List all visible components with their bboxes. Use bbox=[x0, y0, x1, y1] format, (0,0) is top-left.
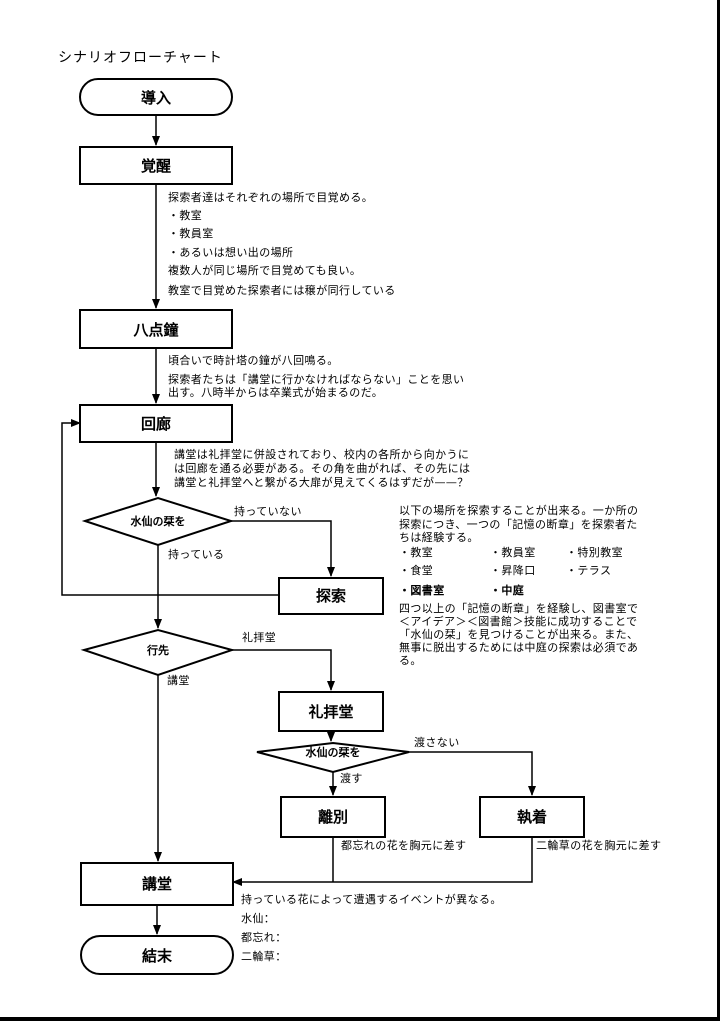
note-explore: 以下の場所を探索することが出来る。一か所の 探索につき、一つの「記憶の断章」を探… bbox=[399, 503, 638, 667]
edge-label-not-give: 渡さない bbox=[414, 735, 460, 749]
edge-explore-corridor bbox=[61, 419, 279, 596]
note-awake-line: 探索者達はそれぞれの場所で目覚める。 bbox=[168, 190, 373, 204]
edge-decision2-attachment bbox=[409, 751, 536, 796]
node-eight-bells-label: 八点鐘 bbox=[132, 321, 178, 339]
decision-daffodil-2-label: 水仙の栞を bbox=[306, 745, 361, 759]
edge-label-not-have: 持っていない bbox=[234, 504, 302, 518]
decision-daffodil: 水仙の栞を bbox=[81, 496, 235, 547]
location-item: ・昇降口 bbox=[490, 563, 536, 577]
node-awake-label: 覚醒 bbox=[141, 157, 171, 175]
location-item: ・教室 bbox=[399, 545, 433, 559]
note-awake-line: 教室で目覚めた探索者には穣が同行している bbox=[168, 283, 396, 297]
note-attachment-flower: 二輪草の花を胸元に差す bbox=[536, 838, 661, 852]
note-bells-line: 出す。八時半からは卒業式が始まるのだ。 bbox=[168, 385, 383, 399]
note-awake: 探索者達はそれぞれの場所で目覚める。 ・教室 ・教員室 ・あるいは想い出の場所 … bbox=[168, 190, 396, 297]
node-corridor-label: 回廊 bbox=[141, 415, 171, 433]
note-explore-line: る。 bbox=[399, 654, 422, 667]
decision-daffodil-2: 水仙の栞を bbox=[256, 741, 410, 774]
node-parting: 離別 bbox=[280, 796, 386, 838]
note-awake-line: 複数人が同じ場所で目覚めても良い。 bbox=[168, 263, 361, 277]
edge-decision-explore bbox=[231, 520, 335, 577]
edge-label-to-auditorium: 講堂 bbox=[167, 673, 190, 687]
node-intro: 導入 bbox=[79, 78, 233, 116]
connectors bbox=[61, 115, 536, 935]
node-ending-label: 結末 bbox=[142, 947, 173, 965]
edge-label-give: 渡す bbox=[340, 771, 363, 785]
edge-destination-chapel bbox=[232, 649, 335, 691]
note-explore-line: 探索につき、一つの「記憶の断章」を探索者た bbox=[399, 517, 638, 531]
note-parting-flower: 都忘れの花を胸元に差す bbox=[341, 838, 466, 852]
edge-label-have: 持っている bbox=[168, 547, 224, 561]
node-auditorium: 講堂 bbox=[80, 862, 234, 906]
location-item-key: ・図書室 bbox=[399, 583, 445, 597]
location-item-key: ・中庭 bbox=[490, 583, 524, 597]
location-item: ・教員室 bbox=[490, 545, 536, 559]
node-auditorium-label: 講堂 bbox=[142, 875, 172, 893]
flower-event: 都忘れ： bbox=[241, 930, 287, 944]
node-awake: 覚醒 bbox=[79, 146, 233, 185]
node-parting-label: 離別 bbox=[318, 808, 348, 826]
note-awake-line: ・あるいは想い出の場所 bbox=[168, 245, 293, 259]
note-awake-line: ・教室 bbox=[168, 208, 202, 222]
node-chapel: 礼拝堂 bbox=[278, 691, 384, 732]
decision-destination: 行先 bbox=[80, 628, 236, 677]
decision-daffodil-label: 水仙の栞を bbox=[131, 514, 186, 528]
note-corridor-line: 講堂は礼拝堂に併設されており、校内の各所から向かうに bbox=[174, 447, 469, 461]
note-explore-line: 四つ以上の「記憶の断章」を経験し、図書室で bbox=[399, 601, 638, 615]
note-auditorium-line: 持っている花によって遭遇するイベントが異なる。 bbox=[241, 892, 502, 906]
location-item: ・特別教室 bbox=[566, 545, 623, 559]
note-bells-line: 探索者たちは「講堂に行かなければならない」ことを思い bbox=[168, 372, 464, 386]
note-explore-line: ＜アイデア＞＜図書館＞技能に成功することで bbox=[399, 614, 638, 628]
node-attachment-label: 執着 bbox=[517, 808, 547, 826]
node-explore-label: 探索 bbox=[316, 587, 346, 605]
location-item: ・食堂 bbox=[399, 563, 433, 577]
note-explore-line: 無事に脱出するためには中庭の探索は必須であ bbox=[399, 640, 638, 654]
node-chapel-label: 礼拝堂 bbox=[308, 703, 353, 721]
edge-attachment-auditorium bbox=[232, 837, 533, 886]
node-intro-label: 導入 bbox=[141, 89, 171, 107]
note-bells-line: 頃合いで時計塔の鐘が八回鳴る。 bbox=[168, 353, 339, 367]
note-explore-line: 「水仙の栞」を見つけることが出来る。また、 bbox=[399, 627, 638, 641]
decision-destination-label: 行先 bbox=[146, 643, 169, 657]
node-eight-bells: 八点鐘 bbox=[79, 309, 233, 349]
note-auditorium: 持っている花によって遭遇するイベントが異なる。 水仙： 都忘れ： 二輪草： bbox=[241, 892, 502, 963]
note-corridor-line: は回廊を通る必要がある。その角を曲がれば、その先には bbox=[174, 461, 470, 475]
chart-title: シナリオフローチャート bbox=[58, 50, 223, 66]
node-ending: 結末 bbox=[80, 935, 234, 975]
node-explore: 探索 bbox=[278, 577, 384, 615]
page-edge-right bbox=[717, 0, 720, 1021]
note-bells: 頃合いで時計塔の鐘が八回鳴る。 探索者たちは「講堂に行かなければならない」ことを… bbox=[168, 353, 464, 399]
flower-event: 二輪草： bbox=[241, 949, 287, 963]
page-edge-bottom bbox=[0, 1017, 720, 1021]
edge-label-to-chapel: 礼拝堂 bbox=[242, 630, 276, 644]
node-corridor: 回廊 bbox=[79, 404, 233, 443]
note-awake-line: ・教員室 bbox=[168, 226, 214, 240]
note-explore-line: 以下の場所を探索することが出来る。一か所の bbox=[399, 503, 638, 517]
note-corridor-line: 講堂と礼拝堂へと繋がる大扉が見えてくるはずだが——？ bbox=[174, 475, 469, 489]
note-corridor: 講堂は礼拝堂に併設されており、校内の各所から向かうに は回廊を通る必要がある。そ… bbox=[174, 447, 470, 489]
node-attachment: 執着 bbox=[479, 796, 585, 838]
location-item: ・テラス bbox=[566, 564, 611, 577]
note-explore-line: ちは経験する。 bbox=[399, 530, 479, 544]
flower-event: 水仙： bbox=[241, 912, 275, 925]
